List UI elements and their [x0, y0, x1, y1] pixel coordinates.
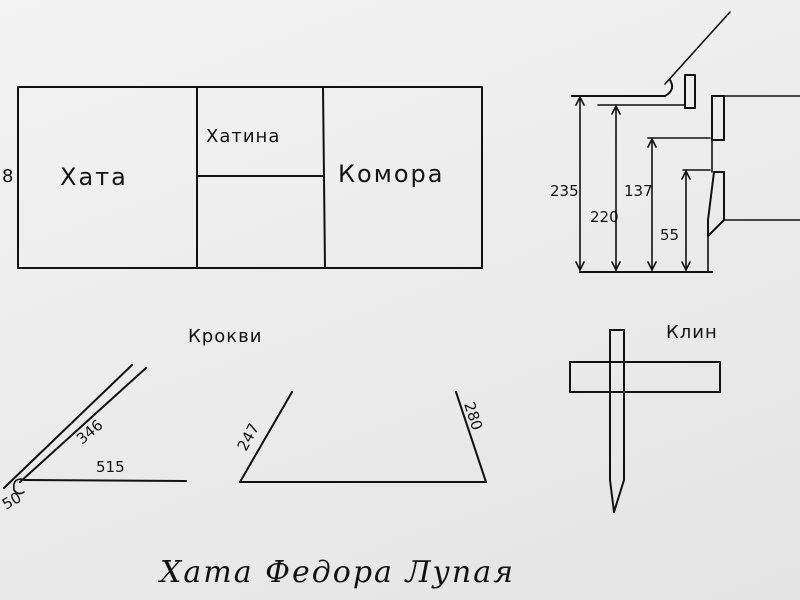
- dim-label-220: 220: [590, 208, 619, 226]
- rafter-slope-outer: [3, 364, 133, 489]
- room-label-khatyna: Хатина: [206, 126, 280, 147]
- dim-label-55: 55: [660, 226, 679, 244]
- rafter-trapezoid: [239, 391, 487, 483]
- rafters-heading: Крокви: [188, 326, 262, 347]
- dim-label-137: 137: [624, 182, 653, 200]
- wedge: Клин: [569, 322, 721, 513]
- rafter-slope-inner: [19, 367, 147, 483]
- top-block: [684, 74, 696, 109]
- wedge-beam: [569, 361, 721, 393]
- rafter-base: [23, 479, 187, 482]
- rafters: Крокви 346 515 50 247 280: [0, 326, 487, 513]
- plan-outline: [17, 86, 483, 269]
- dim-arrows-137: [647, 137, 657, 272]
- plan-wall-2: [322, 86, 326, 269]
- room-label-komora: Комора: [338, 160, 444, 188]
- room-label-khata: Хата: [60, 163, 128, 191]
- roof-line: [664, 11, 731, 85]
- dim-arrows-235: [575, 95, 585, 272]
- dim-arrows-55: [681, 169, 691, 272]
- wall-section: 235 220 137 55: [550, 11, 800, 273]
- rafter-corner-dim: 50: [0, 488, 25, 513]
- sketch-title: Хата Федора Лупая: [158, 555, 515, 590]
- floor-plan: 8 Хата Хатина Комора: [2, 86, 483, 269]
- rafter-slope-dim: 346: [73, 416, 107, 448]
- plan-edge-number: 8: [2, 166, 14, 187]
- dim-label-235: 235: [550, 182, 579, 200]
- dimension-arrows: [575, 95, 691, 272]
- dim-arrows-220: [611, 104, 621, 272]
- rafter-base-dim: 515: [96, 458, 125, 476]
- rafter-hook: [12, 478, 27, 495]
- wall-hatch-lower: [707, 171, 725, 237]
- top-beam: [571, 79, 674, 97]
- trapezoid-right-dim: 280: [460, 400, 486, 433]
- wedge-peg: [609, 329, 625, 513]
- wall-hatch-upper: [711, 95, 725, 141]
- wedge-heading: Клин: [666, 322, 718, 343]
